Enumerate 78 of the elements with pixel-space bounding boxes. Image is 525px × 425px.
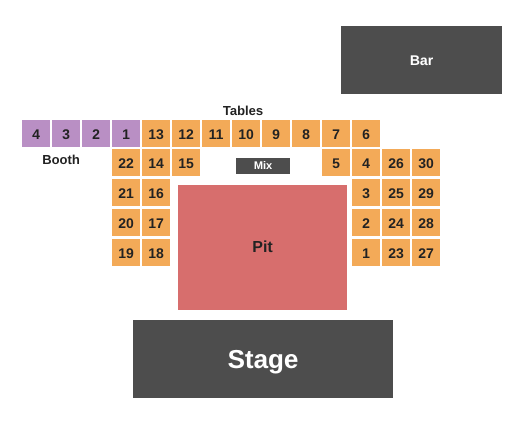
table-seat (352, 149, 380, 176)
seat-label: 24 (388, 214, 404, 230)
table-seat (142, 179, 170, 206)
seat-label: 23 (388, 244, 404, 260)
table-seat (382, 179, 410, 206)
table-seat (352, 179, 380, 206)
booth-seat (112, 120, 140, 147)
seat-label: Stage (228, 344, 298, 374)
table-seat (382, 149, 410, 176)
table-seat (112, 179, 140, 206)
table-seat (352, 209, 380, 236)
table-seat (172, 149, 200, 176)
seat-label: 2 (92, 126, 100, 142)
table-seat (112, 149, 140, 176)
seat-label: 1 (122, 126, 130, 142)
table-seat (412, 179, 440, 206)
table-seat (142, 239, 170, 266)
table-seat (382, 209, 410, 236)
table-seat (172, 120, 200, 147)
seat-label: 11 (208, 126, 224, 142)
seat-label: 8 (302, 126, 310, 142)
seat-label: 30 (418, 154, 434, 170)
seat-label: 3 (362, 184, 370, 200)
seat-label: Bar (410, 52, 434, 68)
table-seat (412, 209, 440, 236)
booth-seat (52, 120, 80, 147)
seat-label: 28 (418, 214, 434, 230)
table-seat (262, 120, 290, 147)
seat-label: 2 (362, 214, 370, 230)
mix-booth (236, 158, 290, 174)
seat-label: Mix (254, 160, 272, 172)
seat-label: 19 (118, 244, 134, 260)
pit-area (178, 185, 347, 310)
seat-label: 25 (388, 184, 404, 200)
table-seat (142, 209, 170, 236)
seat-label: 20 (118, 214, 134, 230)
seat-label: 26 (388, 154, 404, 170)
stage-area (133, 320, 393, 398)
seat-label: 1 (362, 244, 370, 260)
seat-label: 18 (148, 244, 164, 260)
seat-label: 14 (148, 154, 164, 170)
table-seat (412, 239, 440, 266)
seat-label: 15 (178, 154, 194, 170)
seat-label: 4 (32, 126, 40, 142)
seat-label: 6 (362, 126, 370, 142)
table-seat (382, 239, 410, 266)
table-seat (322, 149, 350, 176)
seat-label: 7 (332, 126, 340, 142)
table-seat (322, 120, 350, 147)
section-label: Booth (42, 152, 80, 167)
seat-label: 10 (238, 126, 254, 142)
table-seat (112, 209, 140, 236)
seat-label: 16 (148, 184, 164, 200)
seat-label: 4 (362, 154, 370, 170)
table-seat (352, 120, 380, 147)
table-seat (142, 149, 170, 176)
booth-seat (82, 120, 110, 147)
seat-label: 12 (178, 126, 194, 142)
seat-label: 22 (118, 154, 134, 170)
booth-seat (22, 120, 50, 147)
seat-label: 27 (418, 244, 434, 260)
seat-label: 21 (118, 184, 134, 200)
seat-label: 13 (148, 126, 164, 142)
seat-label: 29 (418, 184, 434, 200)
seat-label: 5 (332, 154, 340, 170)
bar-area (341, 26, 502, 94)
table-seat (352, 239, 380, 266)
seat-label: 3 (62, 126, 70, 142)
table-seat (412, 149, 440, 176)
seat-label: Pit (252, 238, 273, 256)
section-label: Tables (222, 103, 264, 118)
seat-label: 9 (272, 126, 280, 142)
table-seat (142, 120, 170, 147)
seat-label: 17 (148, 214, 164, 230)
table-seat (112, 239, 140, 266)
table-seat (292, 120, 320, 147)
table-seat (202, 120, 230, 147)
table-seat (232, 120, 260, 147)
